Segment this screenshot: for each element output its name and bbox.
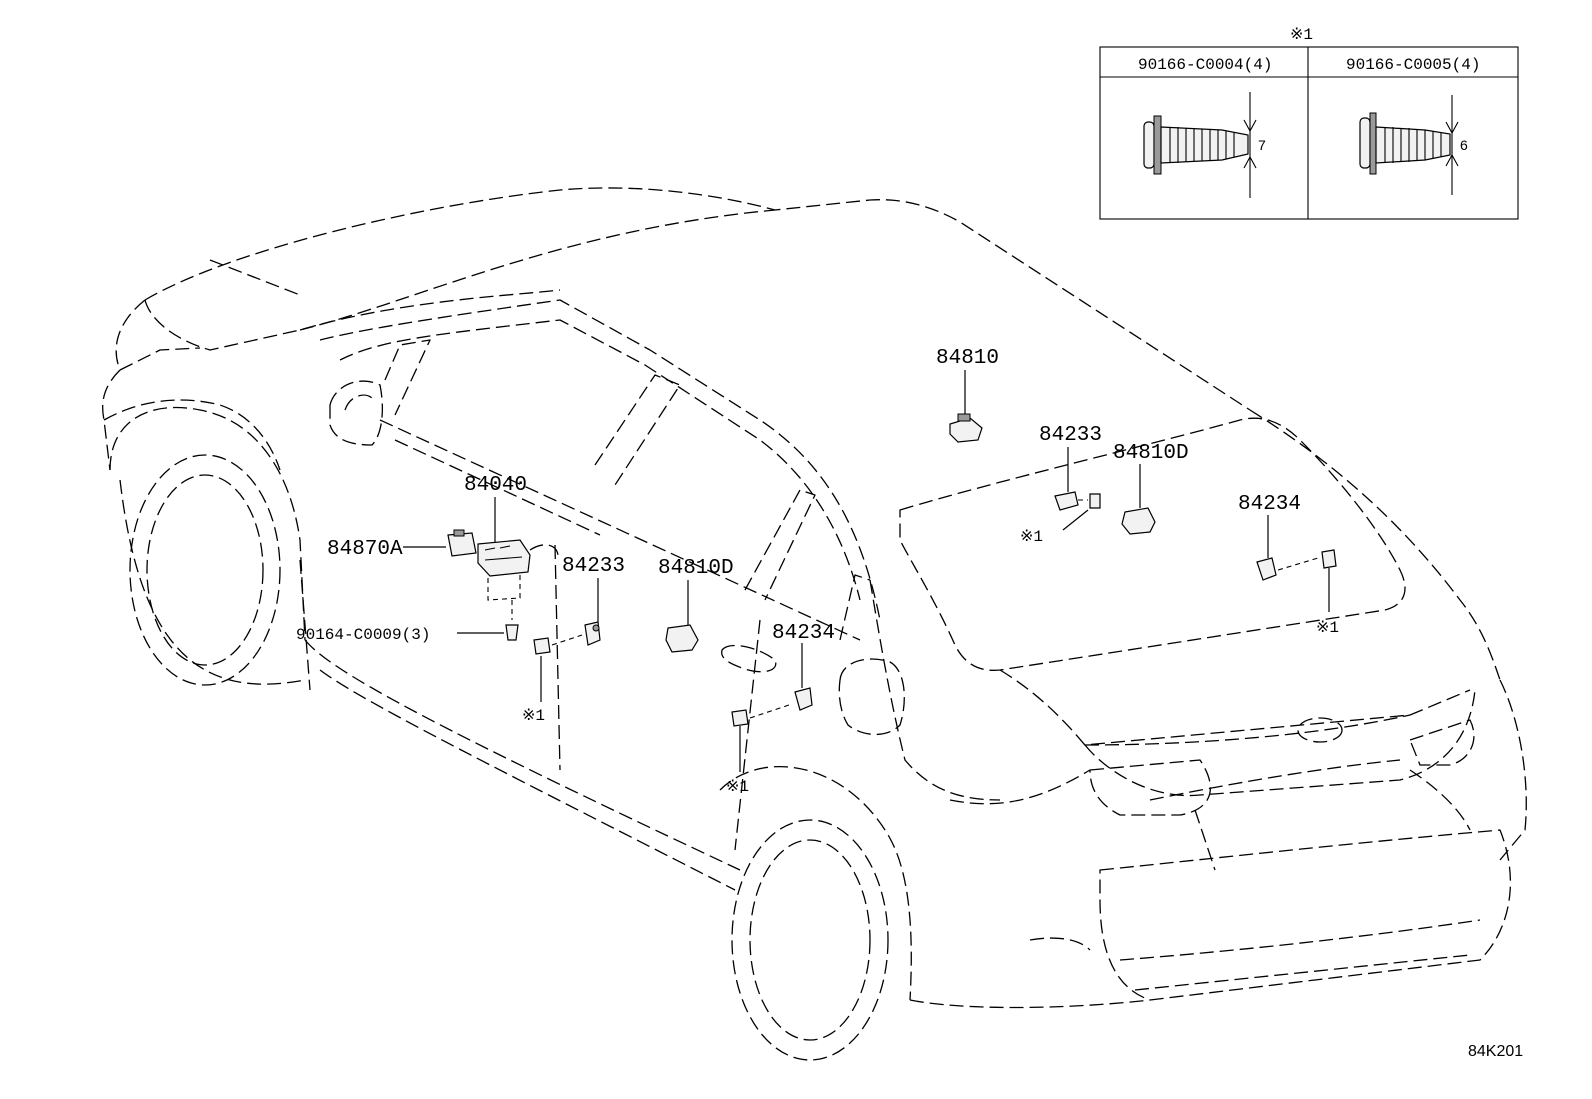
- legend-table: ※1 90166-C0004(4) 90166-C0005(4) 7 6: [1099, 26, 1519, 220]
- car-body-outline: [102, 187, 1527, 1061]
- label-84810-roof: 84810: [936, 347, 999, 370]
- legend-note-mark: ※1: [1290, 26, 1313, 44]
- switch-84810-roof: [949, 413, 983, 443]
- label-84810d-rear: 84810D: [1113, 442, 1189, 465]
- connector-84870a: [447, 529, 477, 557]
- callout-labels: 84810 84233 84810D 84234 84040 84870A 84…: [296, 347, 1339, 796]
- label-84233-rear: 84233: [1039, 424, 1102, 447]
- legend-part-number-2: 90166-C0005(4): [1346, 56, 1480, 74]
- screw-90164: [505, 600, 519, 641]
- label-84870a: 84870A: [327, 538, 403, 561]
- label-84234-rear: 84234: [1238, 493, 1301, 516]
- label-84040: 84040: [464, 474, 527, 497]
- legend-part-number-1: 90166-C0004(4): [1138, 56, 1272, 74]
- sensor-84233-front: [533, 621, 601, 655]
- note-front-2: ※1: [726, 778, 749, 796]
- power-window-master-switch: [477, 539, 559, 601]
- note-front-1: ※1: [522, 707, 545, 725]
- label-90164: 90164-C0009(3): [296, 626, 430, 644]
- switch-84810d-rear: [1121, 507, 1156, 535]
- door-lock-switch-84810d: [665, 624, 699, 653]
- bolt-illustration-1: 7: [1143, 92, 1266, 198]
- label-84810d-door: 84810D: [658, 557, 734, 580]
- sensor-84234-door: [731, 687, 813, 727]
- sensor-84233-rear: [1054, 491, 1101, 511]
- note-rear-2: ※1: [1316, 619, 1339, 637]
- bolt-illustration-2: 6: [1359, 95, 1468, 195]
- label-84234-door: 84234: [772, 622, 835, 645]
- dimension-2: 6: [1460, 137, 1468, 153]
- dimension-1: 7: [1258, 137, 1266, 153]
- leader-lines: [403, 370, 1330, 772]
- note-rear-1: ※1: [1020, 528, 1043, 546]
- label-84233-front: 84233: [562, 555, 625, 578]
- sensor-84234-rear: [1256, 549, 1337, 581]
- diagram-code: 84K201: [1468, 1043, 1523, 1060]
